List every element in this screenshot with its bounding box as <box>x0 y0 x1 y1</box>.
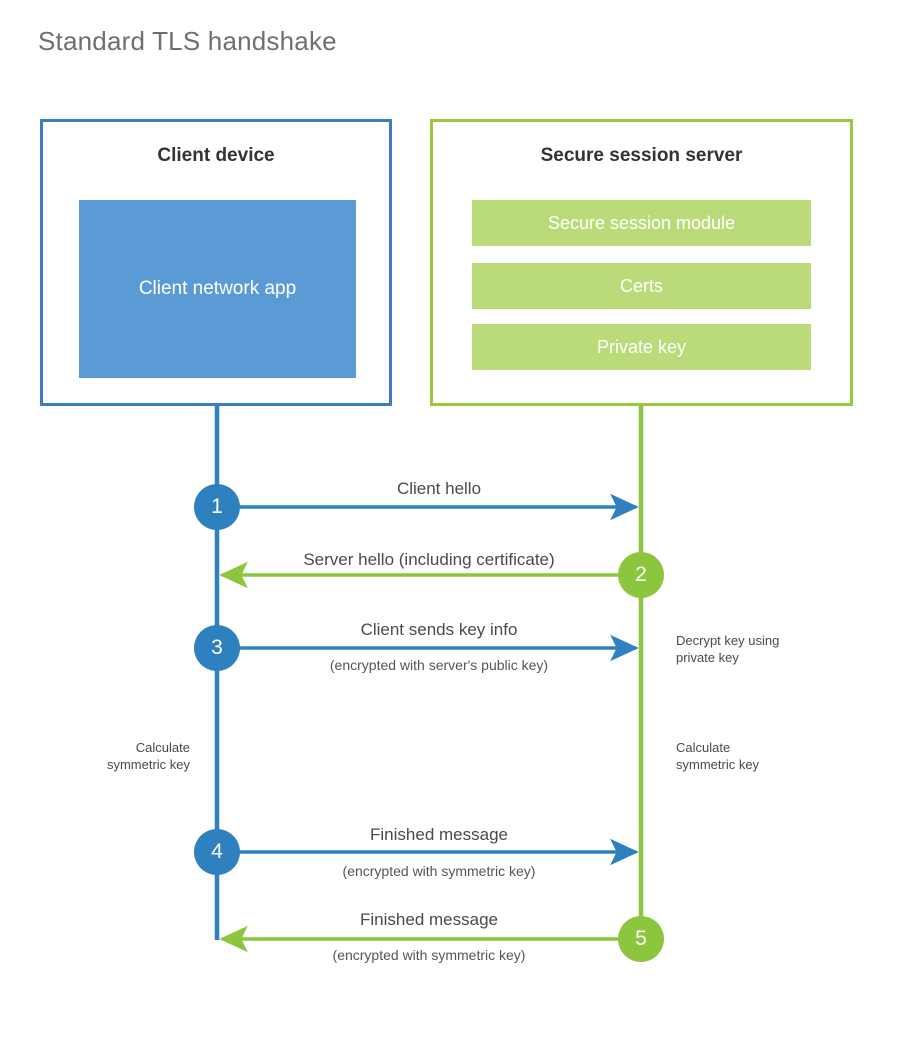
step-5-sublabel: (encrypted with symmetric key) <box>332 947 526 963</box>
step-marker-1: 1 <box>194 484 240 530</box>
annotation-decrypt-key: Decrypt key using private key <box>676 633 780 666</box>
annotation-client-calculate-symmetric-key: Calculate symmetric key <box>106 740 190 773</box>
step-marker-2: 2 <box>618 552 664 598</box>
client-device-box: Client device Client network app <box>40 119 392 406</box>
client-network-app-block: Client network app <box>79 200 356 378</box>
step-4-sublabel: (encrypted with symmetric key) <box>342 863 536 879</box>
page-title: Standard TLS handshake <box>38 26 337 56</box>
step-marker-5: 5 <box>618 916 664 962</box>
client-device-title: Client device <box>157 145 275 166</box>
step-5-label: Finished message <box>360 910 498 929</box>
step-1-label: Client hello <box>396 479 482 498</box>
step-marker-4: 4 <box>194 829 240 875</box>
secure-session-server-title: Secure session server <box>540 145 743 166</box>
server-component-private-key: Private key <box>472 324 811 370</box>
step-4-label: Finished message <box>370 825 508 844</box>
server-component-secure-session-module: Secure session module <box>472 200 811 246</box>
secure-session-server-box: Secure session server Secure session mod… <box>430 119 853 406</box>
step-2-label: Server hello (including certificate) <box>303 550 555 569</box>
step-3-label: Client sends key info <box>360 620 518 639</box>
server-component-certs: Certs <box>472 263 811 309</box>
step-3-sublabel: (encrypted with server's public key) <box>329 657 549 673</box>
annotation-server-calculate-symmetric-key: Calculate symmetric key <box>676 740 760 773</box>
step-marker-3: 3 <box>194 625 240 671</box>
